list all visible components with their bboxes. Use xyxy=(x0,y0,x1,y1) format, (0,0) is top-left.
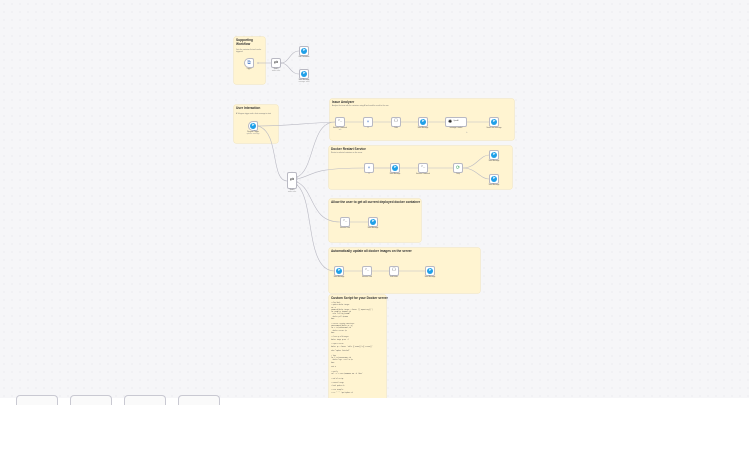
sticky-title: Automatically update all docker images o… xyxy=(331,249,412,253)
add-connection-icon[interactable]: + xyxy=(466,130,468,134)
sticky-subtitle: Gets the container list and can be trigg… xyxy=(236,49,262,53)
workflow-trigger-node[interactable]: ⧉ xyxy=(244,58,254,68)
sticky-title: User Interaction xyxy=(236,106,261,110)
node-label: Execute Command xyxy=(416,174,430,175)
telegram-node[interactable]: ➤ xyxy=(368,217,378,227)
execute-command-icon: >_ xyxy=(342,219,348,224)
loop-node[interactable]: ⟳ xyxy=(453,163,463,173)
node-label: OpenAI xyxy=(453,121,459,123)
execute-command-node[interactable]: >_ xyxy=(362,266,372,276)
node-label: If xyxy=(368,174,370,175)
telegram-icon: ➤ xyxy=(427,268,433,274)
node-label: Trigger xyxy=(246,69,252,70)
node-label: Send Message xyxy=(389,174,401,175)
telegram-icon: ➤ xyxy=(392,165,398,171)
execute-command-icon: >_ xyxy=(337,119,343,124)
telegram-node[interactable]: ➤ xyxy=(425,266,435,276)
main-switch-node[interactable]: ⇄ xyxy=(287,172,297,189)
telegram-node[interactable]: ➤ xyxy=(299,46,309,56)
execute-command-icon: >_ xyxy=(420,165,426,170)
if-icon: ⑂ xyxy=(367,164,371,171)
execute-command-node[interactable]: >_ xyxy=(335,117,345,127)
telegram-node[interactable]: ➤ xyxy=(489,174,499,184)
telegram-node[interactable]: ➤ xyxy=(489,150,499,160)
connection-lines xyxy=(257,50,490,272)
node-label: Send Message xyxy=(488,161,500,162)
node-label: Send Message xyxy=(417,128,429,129)
switch-node[interactable]: ⇄ xyxy=(271,58,281,68)
loop-icon: ⟳ xyxy=(455,164,461,171)
code-node[interactable]: {} xyxy=(389,266,399,276)
sticky-subtitle: Analyze the issue with the container usi… xyxy=(332,105,389,107)
switch-icon: ⇄ xyxy=(289,177,295,183)
sticky-title: Issue Analyzer xyxy=(332,100,355,104)
execute-command-node[interactable]: >_ xyxy=(340,217,350,227)
switch-icon: ⇄ xyxy=(273,59,279,66)
bottom-tab[interactable] xyxy=(70,395,112,405)
node-label: Execute Cmd xyxy=(362,277,372,278)
node-label: Send Message xyxy=(424,277,436,278)
node-label: Edit Fields xyxy=(390,277,398,278)
bottom-panel xyxy=(0,398,749,450)
sticky-title: Supporting Workflow xyxy=(236,38,253,46)
sticky-supporting-workflow[interactable]: Supporting Workflow Gets the container l… xyxy=(234,37,265,84)
node-label: Loop xyxy=(456,174,460,175)
node-label: Send Message xyxy=(367,228,379,229)
telegram-node[interactable]: ➤ xyxy=(489,117,499,127)
workflow-trigger-icon: ⧉ xyxy=(247,59,251,66)
execute-command-icon: >_ xyxy=(364,268,370,273)
telegram-node[interactable]: ➤ xyxy=(299,69,309,79)
telegram-icon: ➤ xyxy=(370,219,376,225)
node-sublabel: message a model xyxy=(449,128,463,129)
node-label: If xyxy=(367,128,369,129)
telegram-icon: ➤ xyxy=(491,119,497,125)
if-node[interactable]: ⑂ xyxy=(364,163,374,173)
telegram-icon: ➤ xyxy=(301,48,307,54)
node-label: Get Containers xyxy=(298,57,310,58)
sticky-subtitle: Restart a selected container on the serv… xyxy=(331,152,363,154)
workflow-canvas[interactable]: Supporting Workflow Gets the container l… xyxy=(0,0,749,398)
sticky-auto-update[interactable]: Automatically update all docker images o… xyxy=(329,248,480,293)
code-icon: {} xyxy=(391,268,397,273)
sticky-subtitle: A Telegram trigger and a chat message to… xyxy=(236,113,271,115)
sticky-title: Allow the user to get all current deploy… xyxy=(331,200,421,204)
bottom-tab[interactable] xyxy=(16,395,58,405)
if-node[interactable]: ⑂ xyxy=(363,117,373,127)
node-label: Send Message xyxy=(333,277,345,278)
telegram-icon: ➤ xyxy=(420,119,426,125)
node-label: Execute Cmd xyxy=(340,228,350,229)
node-label: Code xyxy=(394,128,398,129)
telegram-icon: ➤ xyxy=(301,71,307,77)
telegram-icon: ➤ xyxy=(336,268,342,274)
telegram-icon: ➤ xyxy=(491,176,497,182)
code-node[interactable]: {} xyxy=(391,117,401,127)
telegram-node[interactable]: ➤ xyxy=(418,117,428,127)
openai-node[interactable]: ✺ OpenAI xyxy=(445,117,467,127)
telegram-node[interactable]: ➤ xyxy=(390,163,400,173)
telegram-icon: ➤ xyxy=(250,123,256,129)
code-icon: {} xyxy=(393,119,399,124)
sticky-title: Docker Restart Service xyxy=(331,147,366,151)
if-icon: ⑂ xyxy=(366,118,370,125)
telegram-trigger-node[interactable]: ➤ xyxy=(248,121,258,131)
node-label: Send Message xyxy=(488,185,500,186)
openai-icon: ✺ xyxy=(448,118,453,125)
sticky-title: Custom Script for your Docker server xyxy=(331,296,388,300)
telegram-node[interactable]: ➤ xyxy=(334,266,344,276)
sticky-custom-script[interactable]: Custom Script for your Docker server #!/… xyxy=(329,295,388,398)
bottom-tab[interactable] xyxy=(178,395,220,405)
execute-command-node[interactable]: >_ xyxy=(418,163,428,173)
bottom-tab[interactable] xyxy=(124,395,166,405)
telegram-icon: ➤ xyxy=(491,152,497,158)
script-code-block: #!/bin/bash # update docker images set -… xyxy=(331,303,373,394)
node-label: Send a text message xyxy=(486,128,502,129)
